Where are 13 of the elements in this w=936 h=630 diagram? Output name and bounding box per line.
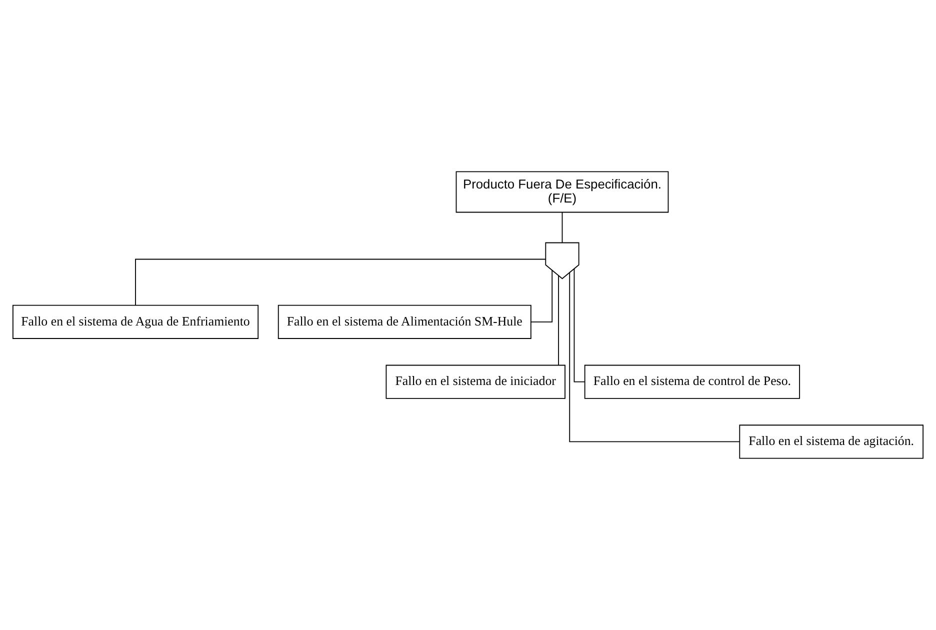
- connector: [135, 258, 546, 306]
- node-box: Fallo en el sistema de Alimentación SM-Hule: [278, 304, 532, 339]
- connector: [569, 272, 740, 442]
- node-box: Fallo en el sistema de control de Peso.: [584, 364, 800, 399]
- connector: [558, 275, 559, 366]
- connector: [530, 270, 553, 322]
- connector: [562, 212, 563, 243]
- node-gate: [545, 242, 580, 280]
- node-box: Fallo en el sistema de iniciador: [386, 364, 566, 399]
- node-box: Producto Fuera De Especificación. (F/E): [456, 171, 669, 213]
- node-box: Fallo en el sistema de Agua de Enfriamiento: [12, 304, 259, 339]
- node-box: Fallo en el sistema de agitación.: [739, 424, 924, 459]
- connector: [574, 268, 586, 382]
